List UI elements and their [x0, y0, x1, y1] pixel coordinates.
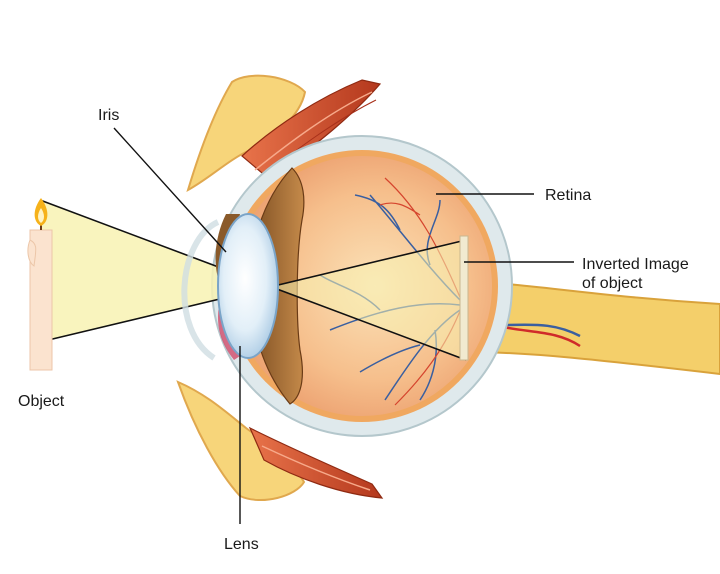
label-object: Object — [18, 392, 64, 411]
inverted-image-marker — [460, 236, 468, 360]
label-lens: Lens — [224, 535, 259, 554]
label-iris: Iris — [98, 106, 119, 125]
label-inverted-image-line2: of object — [582, 274, 642, 293]
label-retina: Retina — [545, 186, 591, 205]
lens-shape — [218, 214, 278, 358]
label-inverted-image-line1: Inverted Image — [582, 255, 689, 274]
